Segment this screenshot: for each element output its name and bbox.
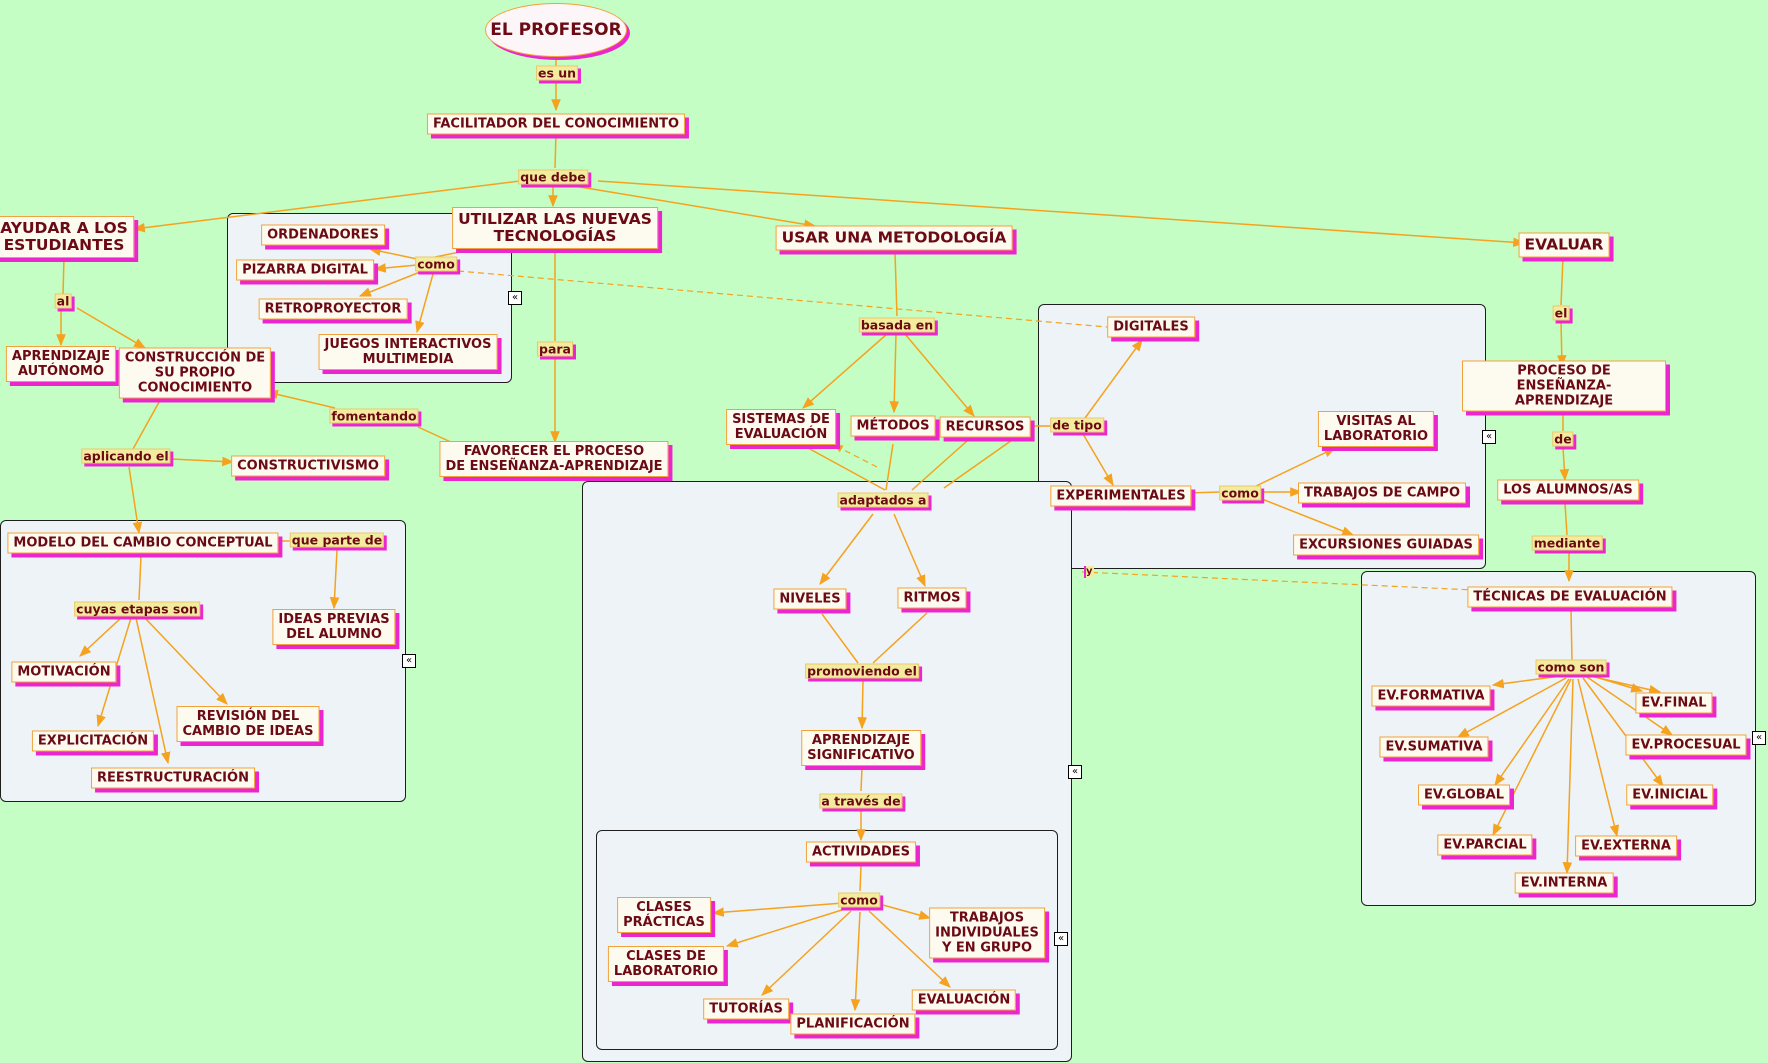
link-mediante[interactable]: mediante [1531,535,1603,551]
node-trabajos-campo[interactable]: TRABAJOS DE CAMPO [1298,482,1466,504]
link-de[interactable]: de [1552,431,1574,447]
node-ritmos[interactable]: RITMOS [897,587,967,609]
node-usar-metodologia[interactable]: USAR UNA METODOLOGÍA [775,225,1013,251]
node-proceso-ensenanza[interactable]: PROCESO DE ENSEÑANZA-APRENDIZAJE [1462,360,1666,412]
link-promoviendo-el[interactable]: promoviendo el [805,663,919,679]
node-ordenadores[interactable]: ORDENADORES [261,224,385,246]
link-al[interactable]: al [54,293,72,309]
node-ev-formativa[interactable]: EV.FORMATIVA [1371,685,1491,707]
node-tutorias[interactable]: TUTORÍAS [703,998,789,1020]
node-evaluar[interactable]: EVALUAR [1518,232,1610,258]
link-de-tipo[interactable]: de tipo [1050,417,1104,433]
link-fomentando[interactable]: fomentando [329,408,419,424]
node-ev-sumativa[interactable]: EV.SUMATIVA [1379,736,1489,758]
link-que-debe[interactable]: que debe [518,169,588,185]
node-ev-procesual[interactable]: EV.PROCESUAL [1625,734,1747,756]
node-ev-interna[interactable]: EV.INTERNA [1514,872,1614,894]
collapse-tecnicas-icon[interactable]: « [1752,731,1766,745]
node-clases-practicas[interactable]: CLASES PRÁCTICAS [617,897,711,933]
node-ideas-previas[interactable]: IDEAS PREVIAS DEL ALUMNO [272,609,396,645]
node-metodos[interactable]: MÉTODOS [850,415,936,437]
node-revision-cambio[interactable]: REVISIÓN DEL CAMBIO DE IDEAS [176,706,320,742]
node-aprendizaje-significativo[interactable]: APRENDIZAJE SIGNIFICATIVO [801,730,921,766]
link-a-traves-de[interactable]: a través de [819,793,903,809]
node-retroproyector[interactable]: RETROPROYECTOR [258,298,408,320]
node-aprendizaje-autonomo[interactable]: APRENDIZAJE AUTÓNOMO [5,346,117,382]
node-digitales[interactable]: DIGITALES [1107,316,1195,338]
node-juegos-interactivos[interactable]: JUEGOS INTERACTIVOS MULTIMEDIA [318,334,498,370]
node-utilizar-tecnologias[interactable]: UTILIZAR LAS NUEVAS TECNOLOGÍAS [452,207,658,249]
node-modelo-cambio[interactable]: MODELO DEL CAMBIO CONCEPTUAL [7,532,279,554]
link-cuyas-etapas-son[interactable]: cuyas etapas son [74,601,200,617]
node-explicitacion[interactable]: EXPLICITACIÓN [31,730,155,752]
node-ayudar-estudiantes[interactable]: AYUDAR A LOS ESTUDIANTES [0,216,134,258]
collapse-recursos-icon[interactable]: « [1482,430,1496,444]
link-es-un[interactable]: es un [535,65,579,81]
link-adaptados-a[interactable]: adaptados a [837,492,929,508]
link-basada-en[interactable]: basada en [858,317,936,333]
node-excursiones-guiadas[interactable]: EXCURSIONES GUIADAS [1293,534,1479,556]
node-ev-inicial[interactable]: EV.INICIAL [1626,784,1714,806]
link-como-actividades[interactable]: como [838,892,880,908]
collapse-adaptados-icon[interactable]: « [1068,765,1082,779]
collapse-nuevas-tecnologias-icon[interactable]: « [508,291,522,305]
node-construccion-conocimiento[interactable]: CONSTRUCCIÓN DE SU PROPIO CONOCIMIENTO [118,347,272,399]
node-trabajos-individuales[interactable]: TRABAJOS INDIVIDUALES Y EN GRUPO [929,907,1045,959]
link-como-tecnologias[interactable]: como [415,256,457,272]
group-modelo [0,520,406,802]
node-recursos[interactable]: RECURSOS [939,416,1031,438]
node-ev-final[interactable]: EV.FINAL [1635,692,1713,714]
node-reestructuracion[interactable]: REESTRUCTURACIÓN [91,767,255,789]
link-el[interactable]: el [1552,305,1570,321]
node-pizarra-digital[interactable]: PIZARRA DIGITAL [236,259,374,281]
node-ev-externa[interactable]: EV.EXTERNA [1575,835,1677,857]
node-clases-laboratorio[interactable]: CLASES DE LABORATORIO [607,946,725,982]
node-experimentales[interactable]: EXPERIMENTALES [1050,485,1192,507]
node-los-alumnos[interactable]: LOS ALUMNOS/AS [1497,479,1639,501]
node-niveles[interactable]: NIVELES [773,588,847,610]
collapse-modelo-icon[interactable]: « [402,654,416,668]
node-favorecer-proceso[interactable]: FAVORECER EL PROCESO DE ENSEÑANZA-APREND… [439,441,669,477]
node-evaluacion[interactable]: EVALUACIÓN [911,989,1017,1011]
node-facilitador[interactable]: FACILITADOR DEL CONOCIMIENTO [426,113,686,135]
node-ev-global[interactable]: EV.GLOBAL [1418,784,1510,806]
link-aplicando-el[interactable]: aplicando el [81,448,171,464]
node-actividades[interactable]: ACTIVIDADES [805,841,917,863]
node-planificacion[interactable]: PLANIFICACIÓN [790,1013,916,1035]
link-como-experimentales[interactable]: como [1219,485,1261,501]
link-para[interactable]: para [537,341,573,357]
node-sistemas-evaluacion[interactable]: SISTEMAS DE EVALUACIÓN [726,409,836,445]
node-visitas-laboratorio[interactable]: VISITAS AL LABORATORIO [1317,411,1435,447]
collapse-actividades-icon[interactable]: « [1054,932,1068,946]
node-tecnicas-evaluacion[interactable]: TÉCNICAS DE EVALUACIÓN [1467,586,1673,608]
node-constructivismo[interactable]: CONSTRUCTIVISMO [231,455,385,477]
node-motivacion[interactable]: MOTIVACIÓN [11,661,117,683]
root-el-profesor[interactable]: EL PROFESOR [485,3,627,57]
link-como-son[interactable]: como son [1535,659,1607,675]
node-ev-parcial[interactable]: EV.PARCIAL [1437,834,1533,856]
link-que-parte-de[interactable]: que parte de [289,532,385,548]
y-marker: y [1084,566,1094,578]
